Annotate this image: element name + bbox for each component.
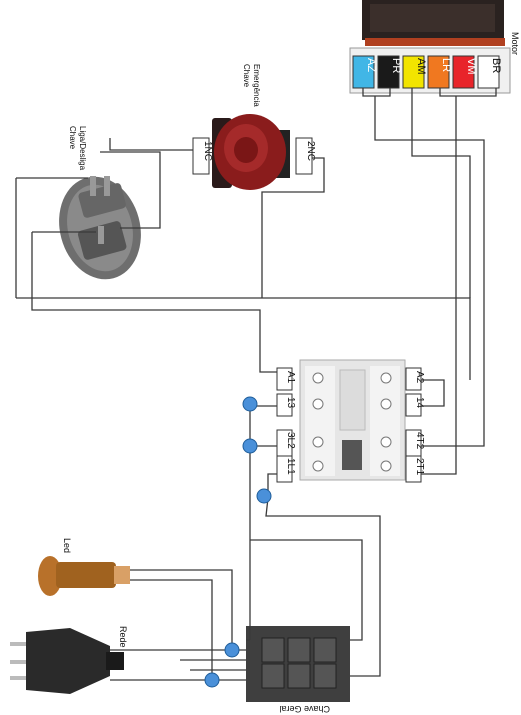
terminal-label: A2 (414, 371, 425, 384)
junctions (204, 396, 272, 688)
terminal-label: 3L2 (285, 432, 296, 449)
terminal-label: A1 (285, 371, 296, 384)
terminal-label: 2T1 (414, 458, 425, 476)
motor-terminal-label: AZ (365, 58, 377, 72)
emergency-switch-label-1: Chave (242, 64, 251, 88)
terminal-label: 1L1 (285, 458, 296, 475)
motor-terminal-label: PR (390, 58, 402, 73)
motor-label: Motor (510, 32, 520, 55)
terminal-label: 4T2 (414, 432, 425, 450)
led-label: Led (62, 538, 72, 553)
motor-terminal-pr: PR (377, 55, 402, 89)
contactor-terminal-1l1: 1L1 (276, 455, 296, 483)
junction-dot (224, 642, 240, 658)
motor-terminal-br: BR (477, 55, 502, 89)
onoff-switch-label-2: Liga/Desliga (78, 126, 87, 171)
motor-terminal-az: AZ (352, 55, 377, 89)
onoff-switch-label-1: Chave (68, 126, 77, 150)
junction-dot (256, 488, 272, 504)
junction-dot (242, 396, 258, 412)
junction-dot (204, 672, 220, 688)
contactor-terminal-3l2: 3L2 (276, 429, 296, 457)
emergency-terminal-2nc: 2NC (295, 137, 316, 175)
terminal-label: 14 (414, 397, 425, 409)
emergency-switch: Chave Emergência 1NC 2NC (192, 64, 316, 190)
motor-terminal-label: VM (465, 58, 477, 75)
motor-terminal-vm: VM (452, 55, 477, 89)
motor-terminal-label: AM (415, 58, 427, 75)
motor-terminal-label: LR (440, 58, 452, 72)
contactor-terminal-13: 13 (276, 393, 296, 417)
motor-terminal-label: BR (490, 58, 502, 73)
motor-terminal-am: AM (402, 55, 427, 89)
contactor-terminal-a1: A1 (276, 367, 296, 391)
led: Led (38, 538, 130, 596)
contactor-terminal-4t2: 4T2 (405, 429, 425, 457)
emergency-terminal-1nc: 1NC (192, 137, 213, 175)
contactor-terminal-a2: A2 (405, 367, 425, 391)
motor-terminal-lr: LR (427, 55, 452, 89)
junction-dot (242, 438, 258, 454)
main-switch-label: Chave Geral (279, 704, 330, 714)
onoff-switch: Chave Liga/Desliga (59, 126, 141, 280)
contactor-terminal-14: 14 (405, 393, 425, 417)
main-switch: Chave Geral (246, 626, 350, 714)
mains-label: Rede (118, 626, 128, 648)
mains-plug: Rede (10, 626, 128, 694)
terminal-label: 2NC (305, 141, 316, 161)
wires (15, 88, 497, 681)
emergency-switch-label-2: Emergência (252, 64, 261, 107)
motor-terminals: AZ PR AM LR VM BR (352, 55, 502, 89)
contactor: A1 13 3L2 1L1 A2 14 4T2 2T1 (276, 359, 425, 483)
terminal-label: 13 (285, 397, 296, 409)
terminal-label: 1NC (202, 141, 213, 161)
contactor-terminal-2t1: 2T1 (405, 455, 425, 483)
